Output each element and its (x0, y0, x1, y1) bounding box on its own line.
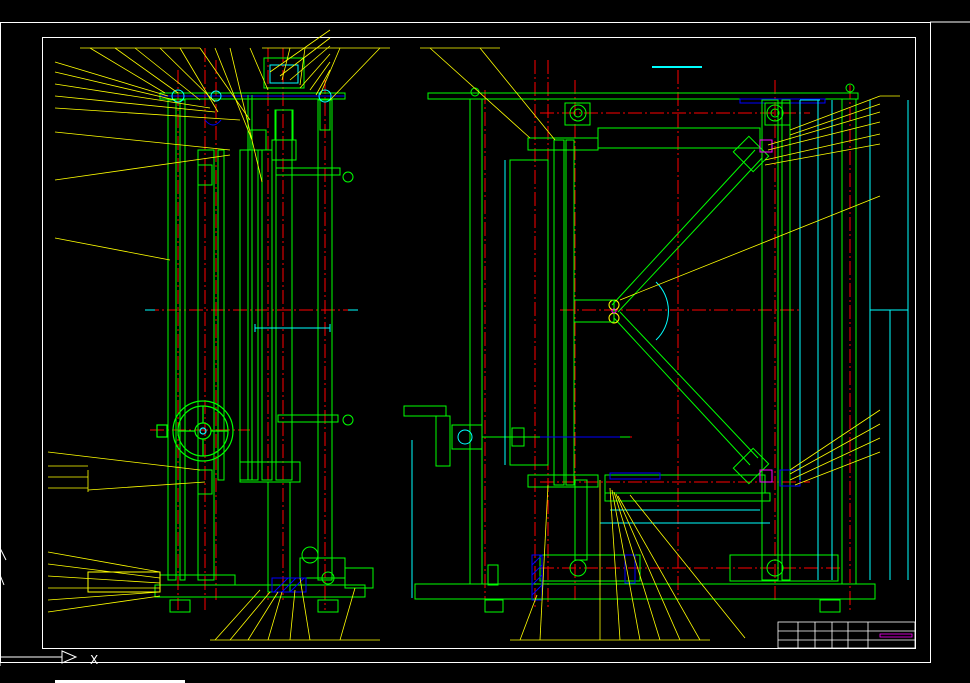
scissor-linkage[interactable] (573, 135, 770, 485)
top-plate (427, 83, 859, 104)
right-centerlines (484, 60, 851, 610)
left-view[interactable] (47, 29, 390, 641)
title-block[interactable] (777, 621, 916, 649)
right-hatch (531, 436, 801, 601)
status-strip (55, 680, 185, 683)
detail-parts (611, 139, 773, 483)
right-view[interactable] (403, 47, 909, 641)
top-mechanism (171, 57, 332, 161)
lower-carriage-right (414, 474, 876, 613)
hand-wheel[interactable] (156, 400, 234, 462)
drawing-frame (0, 21, 970, 663)
lever-handles[interactable] (197, 164, 354, 495)
left-leader-lines (47, 29, 390, 641)
upper-carriage (527, 102, 791, 151)
right-dimensions (411, 66, 909, 598)
lower-carriage (87, 461, 374, 613)
ucs-x-label: X (90, 653, 98, 667)
outer-border (0, 22, 931, 663)
outer-columns (469, 98, 857, 585)
crank-handle[interactable] (403, 405, 630, 467)
inner-border (42, 37, 916, 649)
ucs-icon: X (0, 547, 98, 667)
left-hatch (204, 119, 307, 593)
left-dimensions (145, 309, 358, 332)
right-leader-lines (420, 47, 900, 641)
